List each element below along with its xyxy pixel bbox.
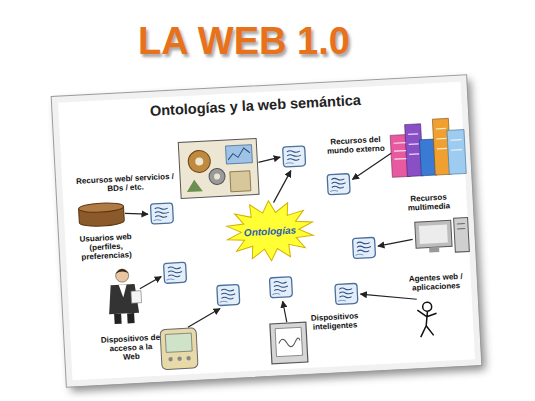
top-collage-image [186,179,203,192]
document-icons [148,142,378,313]
top-collage-image [225,145,252,164]
top-collage-image [188,150,211,173]
top-collage-image [214,173,220,179]
multimedia-icon [415,217,470,254]
document-icons [269,277,292,298]
resource-node: Recursos web/ servicios / BDs / etc. [75,173,178,232]
resource-arrows [258,157,280,162]
ontology-label: Ontologías [223,198,316,265]
top-collage-image [195,157,203,165]
resource-arrows [139,277,162,289]
slide-title: LA WEB 1.0 [138,20,350,63]
resource-node: Dispositivos de acceso a la Web [98,279,250,381]
top-collage-image [230,171,251,192]
multimedia-icon [457,223,465,224]
multimedia-icon [429,247,439,253]
access-device-icon [165,333,192,352]
multimedia-icon [457,228,465,229]
resource-arrows [360,291,416,302]
document-icons [164,262,187,283]
buildings-icon [393,128,462,160]
agent-figure-icon [417,302,438,337]
document-icons [353,237,376,258]
document-icons [327,174,350,195]
top-collage-image [209,168,226,185]
user-icon [107,268,143,324]
resource-node: Agentes web / aplicaciones [331,272,478,344]
database-icon [78,202,124,227]
document-icons [335,283,358,304]
top-collage-image [228,148,251,160]
resource-label: Agentes web / aplicaciones [397,272,476,294]
resource-label: Recursos multimedia [396,193,461,214]
user-icon [131,291,142,304]
top-collage-image [178,138,259,198]
resource-label: Recursos web/ servicios / BDs / etc. [75,173,176,196]
smart-device-icon [270,322,308,364]
access-device-icon [160,328,198,370]
buildings-icon [447,130,466,175]
ontology-starburst: Ontologías [223,198,316,265]
top-collage-image [178,138,259,198]
resource-arrows [351,153,392,179]
agent-figure-icon [417,309,437,337]
document-icons [150,203,173,224]
document-icons [283,146,306,167]
picture-frame: Ontologías y la web semánticaRecursos we… [52,75,482,386]
multimedia-icon [454,217,470,252]
multimedia-icon [419,225,448,244]
resource-arrows [378,239,413,246]
resource-label: Dispositivos de acceso a la Web [100,334,161,364]
smart-device-icon [270,322,308,364]
user-icon [114,314,122,324]
resource-arrows [272,171,293,203]
resource-label: Dispositivos inteligentes [306,312,363,333]
multimedia-icon [415,220,452,248]
access-device-icon [186,356,191,361]
resource-node: Usuarios web (perfiles, preferencias) [68,230,192,324]
resource-label: Recursos del mundo externo [322,136,389,157]
user-icon [115,269,128,274]
resource-arrows [283,301,287,322]
agent-figure-icon [422,302,431,311]
database-icon [78,202,123,213]
resource-node: Recursos del mundo externo [320,117,471,199]
user-icon [127,313,135,323]
access-device-icon [177,356,182,361]
smart-device-icon [279,338,300,348]
access-device-icon [160,328,198,370]
resource-label: Usuarios web (perfiles, preferencias) [68,232,144,263]
resource-arrows [125,212,148,215]
smart-device-icon [275,327,302,356]
access-device-icon [168,357,173,362]
resource-arrows [187,309,221,328]
resource-node: Recursos multimedia [346,192,473,263]
buildings-icon [389,118,466,178]
resource-node: Dispositivos inteligentes [264,268,365,368]
diagram-heading: Ontologías y la web semántica [130,92,380,121]
document-icons [217,285,240,306]
user-icon [115,269,129,283]
user-icon [119,284,128,297]
